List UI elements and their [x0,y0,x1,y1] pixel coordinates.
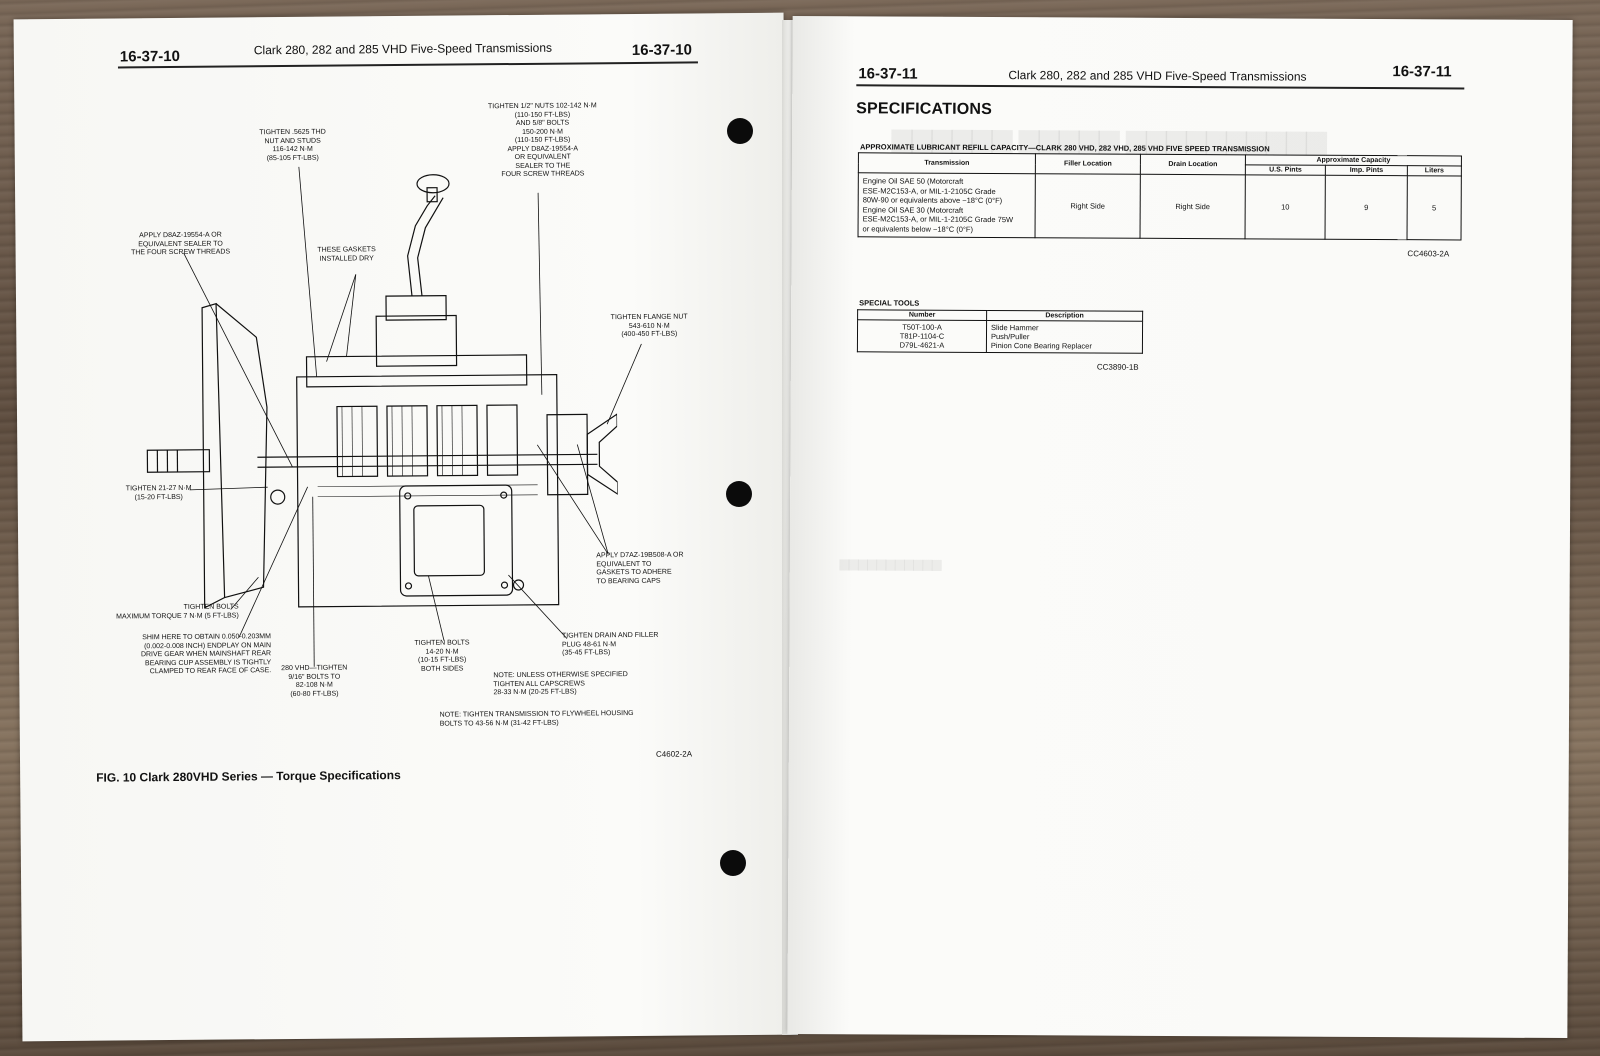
filler-cell: Right Side [1035,173,1141,239]
special-tools-code: CC3890-1B [1096,362,1139,372]
callout-top-nuts: TIGHTEN 1/2" NUTS 102-142 N·m (110-150 F… [487,102,597,179]
callout-flange-nut: TIGHTEN FLANGE NUT 543-610 N·m (400-450 … [610,313,688,339]
table-row: Engine Oil SAE 50 (Motorcraft ESE-M2C153… [858,172,1462,240]
tool-descriptions-cell: Slide Hammer Push/Puller Pinion Cone Bea… [986,320,1143,354]
header-imp-pints: Imp. Pints [1325,165,1408,176]
us-pints-cell: 10 [1245,174,1326,240]
punch-hole [726,481,752,507]
callout-sealer-left: APPLY D8AZ-19554-A OR EQUIVALENT SEALER … [131,231,231,257]
lubricant-line: 80W-90 or equivalents above −18°C (0°F) [862,195,1003,206]
header-us-pints: U.S. Pints [1245,164,1326,176]
tool-number: D79L-4621-A [899,340,945,350]
header-filler-location: Filler Location [1035,153,1141,175]
punch-hole [720,850,746,876]
left-page: 16-37-10 Clark 280, 282 and 285 VHD Five… [13,12,793,1042]
callout-shim: SHIM HERE TO OBTAIN 0.050-0.203mm (0.002… [140,633,272,676]
callout-drain-plug: TIGHTEN DRAIN AND FILLER PLUG 48-61 N·m … [561,631,659,657]
bleed-through-text: ▆▆▆▆▆▆▆▆▆▆▆ [839,556,942,571]
right-page-number-right: 16-37-11 [1392,63,1452,81]
header-rule [856,84,1465,90]
transmission-cell: Engine Oil SAE 50 (Motorcraft ESE-M2C153… [858,172,1036,238]
note-capscrews: NOTE: UNLESS OTHERWISE SPECIFIED TIGHTEN… [493,671,628,697]
right-page: ▆▆▆▆▆▆ ▆▆▆▆▆ ▆▆▆▆▆▆▆▆▆▆ ▆▆▆▆▆▆▆▆▆▆▆ 16-3… [787,15,1573,1039]
table-row: T50T-100-A T81P-1104-C D79L-4621-A Slide… [857,319,1143,354]
callout-d7az-sealer: APPLY D7AZ-19B508-A OR EQUIVALENT TO GAS… [596,551,684,585]
right-running-title: Clark 280, 282 and 285 VHD Five-Speed Tr… [1008,68,1307,84]
figure-code: C4602-2A [655,749,693,759]
leader-lines [183,166,642,667]
header-number: Number [857,309,987,321]
header-drain-location: Drain Location [1140,154,1246,175]
imp-pints-cell: 9 [1325,175,1408,240]
callout-thd-nut: TIGHTEN .5625 THD NUT AND STUDS 116-142 … [259,128,326,162]
right-page-number: 16-37-11 [858,65,918,83]
tool-numbers-cell: T50T-100-A T81P-1104-C D79L-4621-A [857,319,987,353]
drain-cell: Right Side [1140,174,1246,239]
punch-hole [727,118,753,144]
lubricant-table-code: CC4603-2A [1407,249,1450,259]
transmission-diagram [146,174,619,609]
callout-gaskets: THESE GASKETS INSTALLED DRY [317,246,376,263]
lubricant-capacity-table: Transmission Filler Location Drain Locat… [858,152,1462,240]
note-flywheel: NOTE: TIGHTEN TRANSMISSION TO FLYWHEEL H… [439,709,634,728]
callout-bolts-21-27: TIGHTEN 21-27 N·m (15-20 FT-LBS) [125,484,192,501]
lubricant-line: Engine Oil SAE 50 (Motorcraft [862,176,964,186]
header-transmission: Transmission [858,152,1036,174]
lubricant-line: or equivalents below −18°C (0°F) [862,223,974,234]
section-title: SPECIFICATIONS [856,100,993,119]
special-tools-table: Number Description T50T-100-A T81P-1104-… [857,309,1143,354]
tool-description: Pinion Cone Bearing Replacer [990,341,1092,351]
callout-280-vhd: 280 VHD—TIGHTEN 9/16" BOLTS TO 82-108 N·… [281,664,348,698]
figure-caption: FIG. 10 Clark 280VHD Series — Torque Spe… [96,768,401,785]
lubricant-line: ESE-M2C153-A, or MIL-1-2105C Grade 75W [862,214,1014,225]
liters-cell: 5 [1406,175,1462,240]
callout-bolts-14-20: TIGHTEN BOLTS 14-20 N·m (10-15 FT-LBS) B… [414,639,470,673]
header-liters: Liters [1407,165,1462,176]
special-tools-caption: SPECIAL TOOLS [859,298,920,308]
callout-max-torque: TIGHTEN BOLTS MAXIMUM TORQUE 7 N·m (5 FT… [116,603,239,621]
